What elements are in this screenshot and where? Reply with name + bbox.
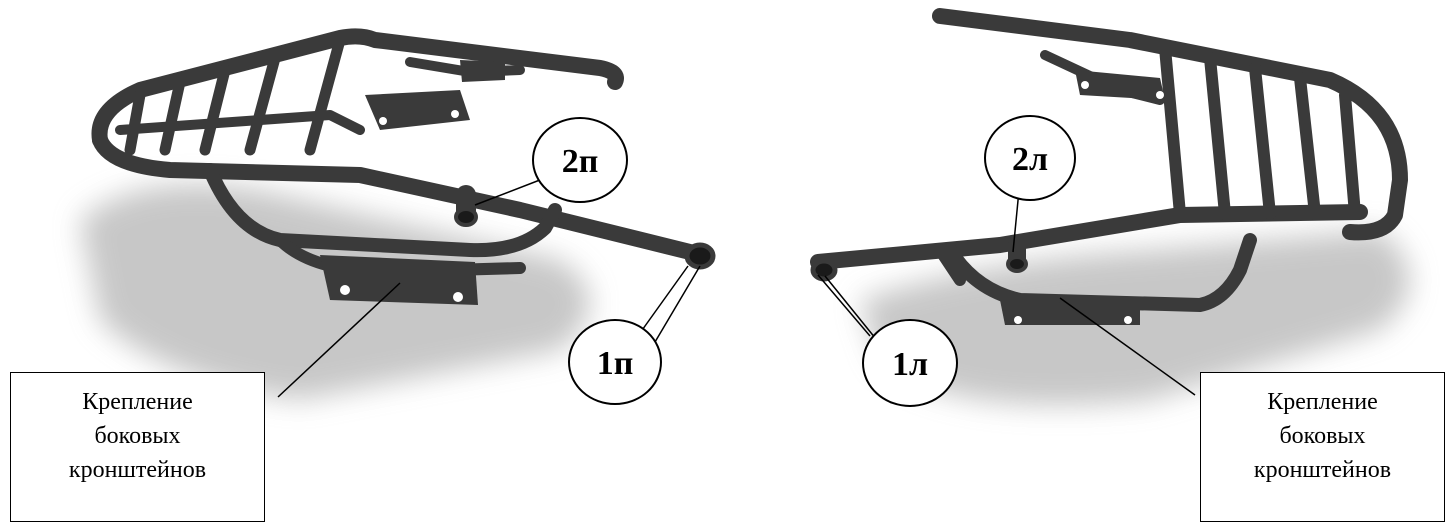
leader-1l-a xyxy=(817,274,871,337)
callout-2l-text: 2л xyxy=(1012,141,1048,178)
right-label-line-2: боковых xyxy=(1279,423,1366,449)
callout-2p: 2п xyxy=(532,117,628,203)
leader-1p-a xyxy=(634,265,689,341)
callout-1p-text: 1п xyxy=(597,345,634,382)
leader-2p xyxy=(474,177,546,206)
left-label-line-3: кронштейнов xyxy=(68,457,207,483)
left-label-line-1: Крепление xyxy=(82,389,193,415)
right-rack-brackets xyxy=(1000,70,1165,325)
right-label-line-1: Крепление xyxy=(1267,389,1378,415)
callout-2l: 2л xyxy=(984,115,1076,201)
left-rack-brackets xyxy=(320,60,505,305)
leader-1l-b xyxy=(824,275,881,345)
callout-1l-text: 1л xyxy=(892,346,928,383)
right-label-line-3: кронштейнов xyxy=(1253,457,1392,483)
leader-right-label xyxy=(1059,297,1196,396)
diagram-canvas: 2п 1п 2л 1л xyxy=(80,8,1410,407)
callout-2p-text: 2п xyxy=(562,143,599,180)
right-label-box: Крепление боковых кронштейнов xyxy=(1200,372,1445,522)
callout-1l: 1л xyxy=(862,319,958,407)
left-label-box: Крепление боковых кронштейнов xyxy=(10,372,265,522)
leader-left-label xyxy=(277,282,401,398)
leader-1p-b xyxy=(654,265,701,343)
callout-1p: 1п xyxy=(568,319,662,405)
left-label-line-2: боковых xyxy=(94,423,181,449)
